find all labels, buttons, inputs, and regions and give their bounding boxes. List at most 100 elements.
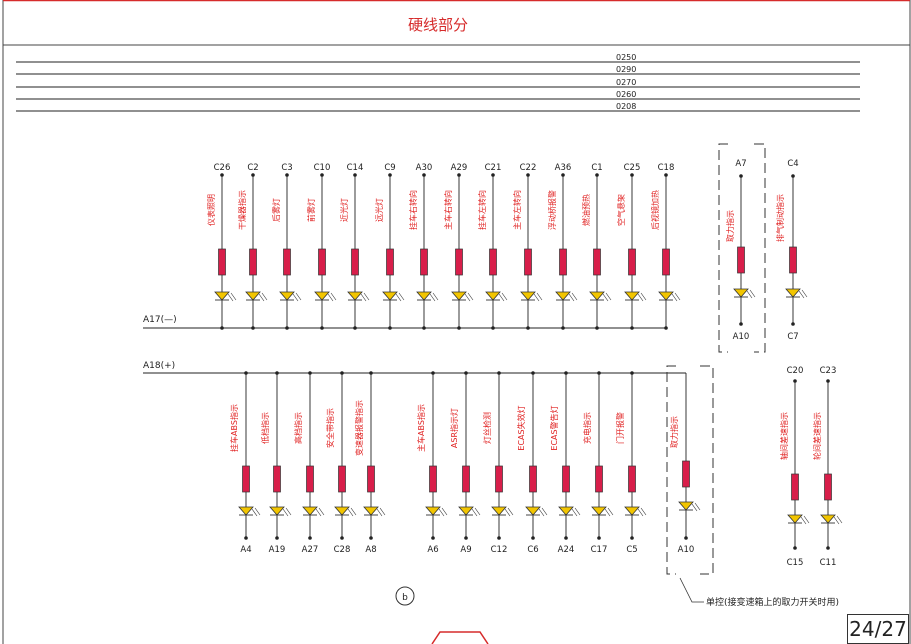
circuit-label: 空气悬架 [616,194,626,226]
led-ray [637,293,644,302]
resistor [249,248,257,276]
led-ray [441,507,448,516]
resistor [559,248,567,276]
junction-dot [464,536,468,540]
led-ray [464,293,471,302]
led-ray [347,508,354,517]
circuit-label: ASR指示灯 [449,408,459,448]
pin-top-label: C25 [624,163,641,173]
led-ray [474,507,481,516]
led-ray [536,292,543,301]
junction-dot [684,536,688,540]
pin-bottom-label: C17 [591,545,608,555]
bus-line-label: 0208 [616,102,636,111]
resistor [242,465,250,493]
pin-top-label: C1 [591,163,602,173]
led-ray [571,508,578,517]
pin-top-label: C22 [520,163,537,173]
led-icon [314,291,330,301]
pin-top-label: A29 [451,163,468,173]
led-ray [694,502,701,511]
led-icon [525,506,541,516]
led-ray [379,507,386,516]
led-ray [691,503,698,512]
led-ray [501,292,508,301]
circuit-label: 挂车左转向 [477,190,487,230]
led-ray [507,507,514,516]
pin-top-label: C3 [281,163,292,173]
resistor [682,460,690,488]
resistor [791,473,799,501]
led-ray [604,508,611,517]
led-icon [334,506,350,516]
top-rail-label: A17(—) [143,315,177,325]
led-ray [498,293,505,302]
resistor [524,248,532,276]
junction-dot [491,326,495,330]
led-ray [607,507,614,516]
circuit-label: 主车左转向 [512,190,522,230]
circle-marker [395,586,415,606]
led-ray [327,293,334,302]
resistor [306,465,314,493]
led-icon [820,514,836,524]
junction-dot [431,536,435,540]
led-icon [425,506,441,516]
led-icon [658,291,674,301]
led-icon [787,514,803,524]
led-ray [429,293,436,302]
junction-dot [388,326,392,330]
led-icon [678,501,694,511]
led-ray [504,508,511,517]
junction-dot [826,546,830,550]
junction-dot [630,326,634,330]
led-ray [671,293,678,302]
resistor [283,248,291,276]
led-icon [279,291,295,301]
pin-top-label: C18 [658,163,675,173]
circuit-label: 安全带指示 [325,408,335,448]
led-ray [574,507,581,516]
led-ray [227,293,234,302]
circuit-label: 仪表照明 [206,194,216,226]
resistor [218,248,226,276]
led-icon [555,291,571,301]
pin-top-label: C21 [485,163,502,173]
junction-dot [497,536,501,540]
circuit-label: 近光灯 [339,198,349,222]
note-leader [679,577,704,603]
led-ray [798,290,805,299]
led-ray [295,292,302,301]
bus-line-label: 0260 [616,90,636,99]
resistor [338,465,346,493]
led-icon [451,291,467,301]
resistor [489,248,497,276]
pin-bottom-label: C12 [491,545,508,555]
led-ray [254,507,261,516]
resistor [455,248,463,276]
pin-top-label: A36 [555,163,572,173]
circuit-label: ECAS失效灯 [516,405,526,450]
circuit-label: 挂车右转向 [408,190,418,230]
resistor [386,248,394,276]
led-ray [395,293,402,302]
led-ray [674,292,681,301]
pin-bottom-label: A10 [678,545,695,555]
led-icon [624,506,640,516]
circuit-label: 主车右转向 [443,190,453,230]
led-icon [238,506,254,516]
led-ray [833,516,840,525]
circuit-label: 排气制动指示 [775,194,785,242]
circuit-label: 后雾灯 [271,198,281,222]
resistor [593,248,601,276]
